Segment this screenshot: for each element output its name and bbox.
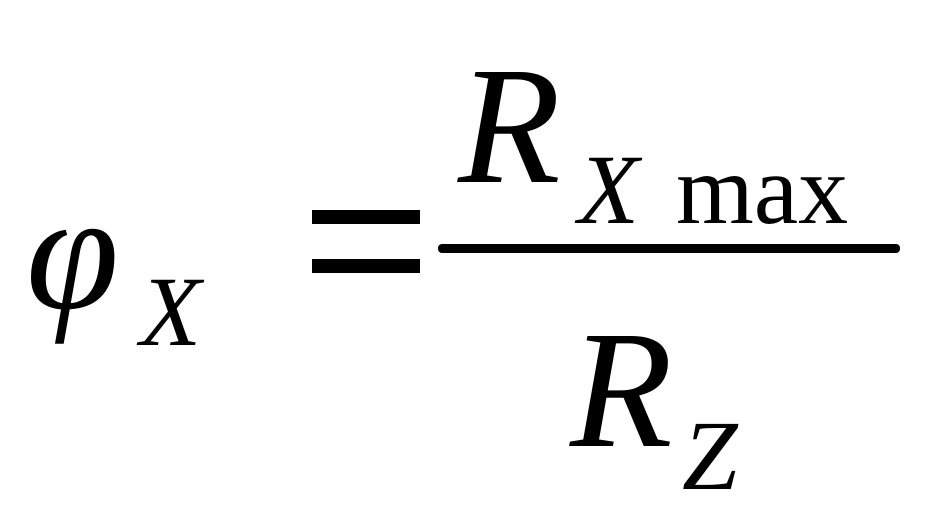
fraction-bar [438,244,900,253]
denominator-subscript: Z [682,400,738,511]
phi-subscript: X [140,256,202,367]
numerator-subscript-variable: X [578,134,640,245]
numerator-symbol: R [458,33,561,219]
phi-symbol: φ [26,159,119,345]
numerator-subscript-text: max [676,134,849,245]
equals-bar-top [312,210,420,224]
denominator-symbol: R [570,297,673,483]
equals-bar-bottom [312,259,420,273]
